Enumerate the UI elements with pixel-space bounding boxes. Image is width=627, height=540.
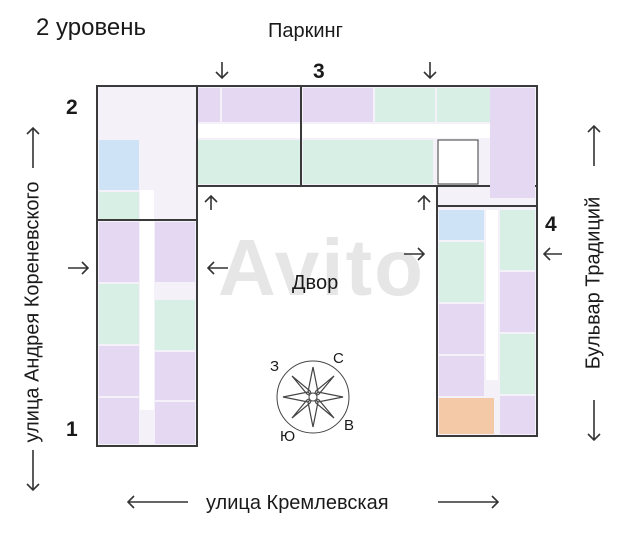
street-right-label: Бульвар Традиций [582, 196, 605, 370]
arrow-icon [26, 62, 601, 509]
compass-west-label: З [270, 358, 280, 375]
compass-south-label: Ю [280, 428, 296, 445]
section-number-1: 1 [66, 418, 78, 441]
street-left-label: улица Андрея Кореневского [21, 181, 44, 443]
compass-rose-icon [276, 360, 350, 434]
page-title: 2 уровень [36, 14, 147, 41]
parking-label: Паркинг [268, 20, 343, 42]
compass-north-label: С [333, 350, 344, 367]
left-wing [96, 85, 198, 447]
section-number-4: 4 [545, 213, 557, 236]
yard-label: Двор [292, 272, 339, 294]
watermark: Avito [218, 223, 426, 312]
section-number-2: 2 [66, 96, 78, 119]
compass-east-label: В [344, 417, 355, 434]
street-bottom-label: улица Кремлевская [206, 492, 389, 514]
section-number-3: 3 [313, 60, 325, 83]
right-wing [436, 88, 538, 437]
